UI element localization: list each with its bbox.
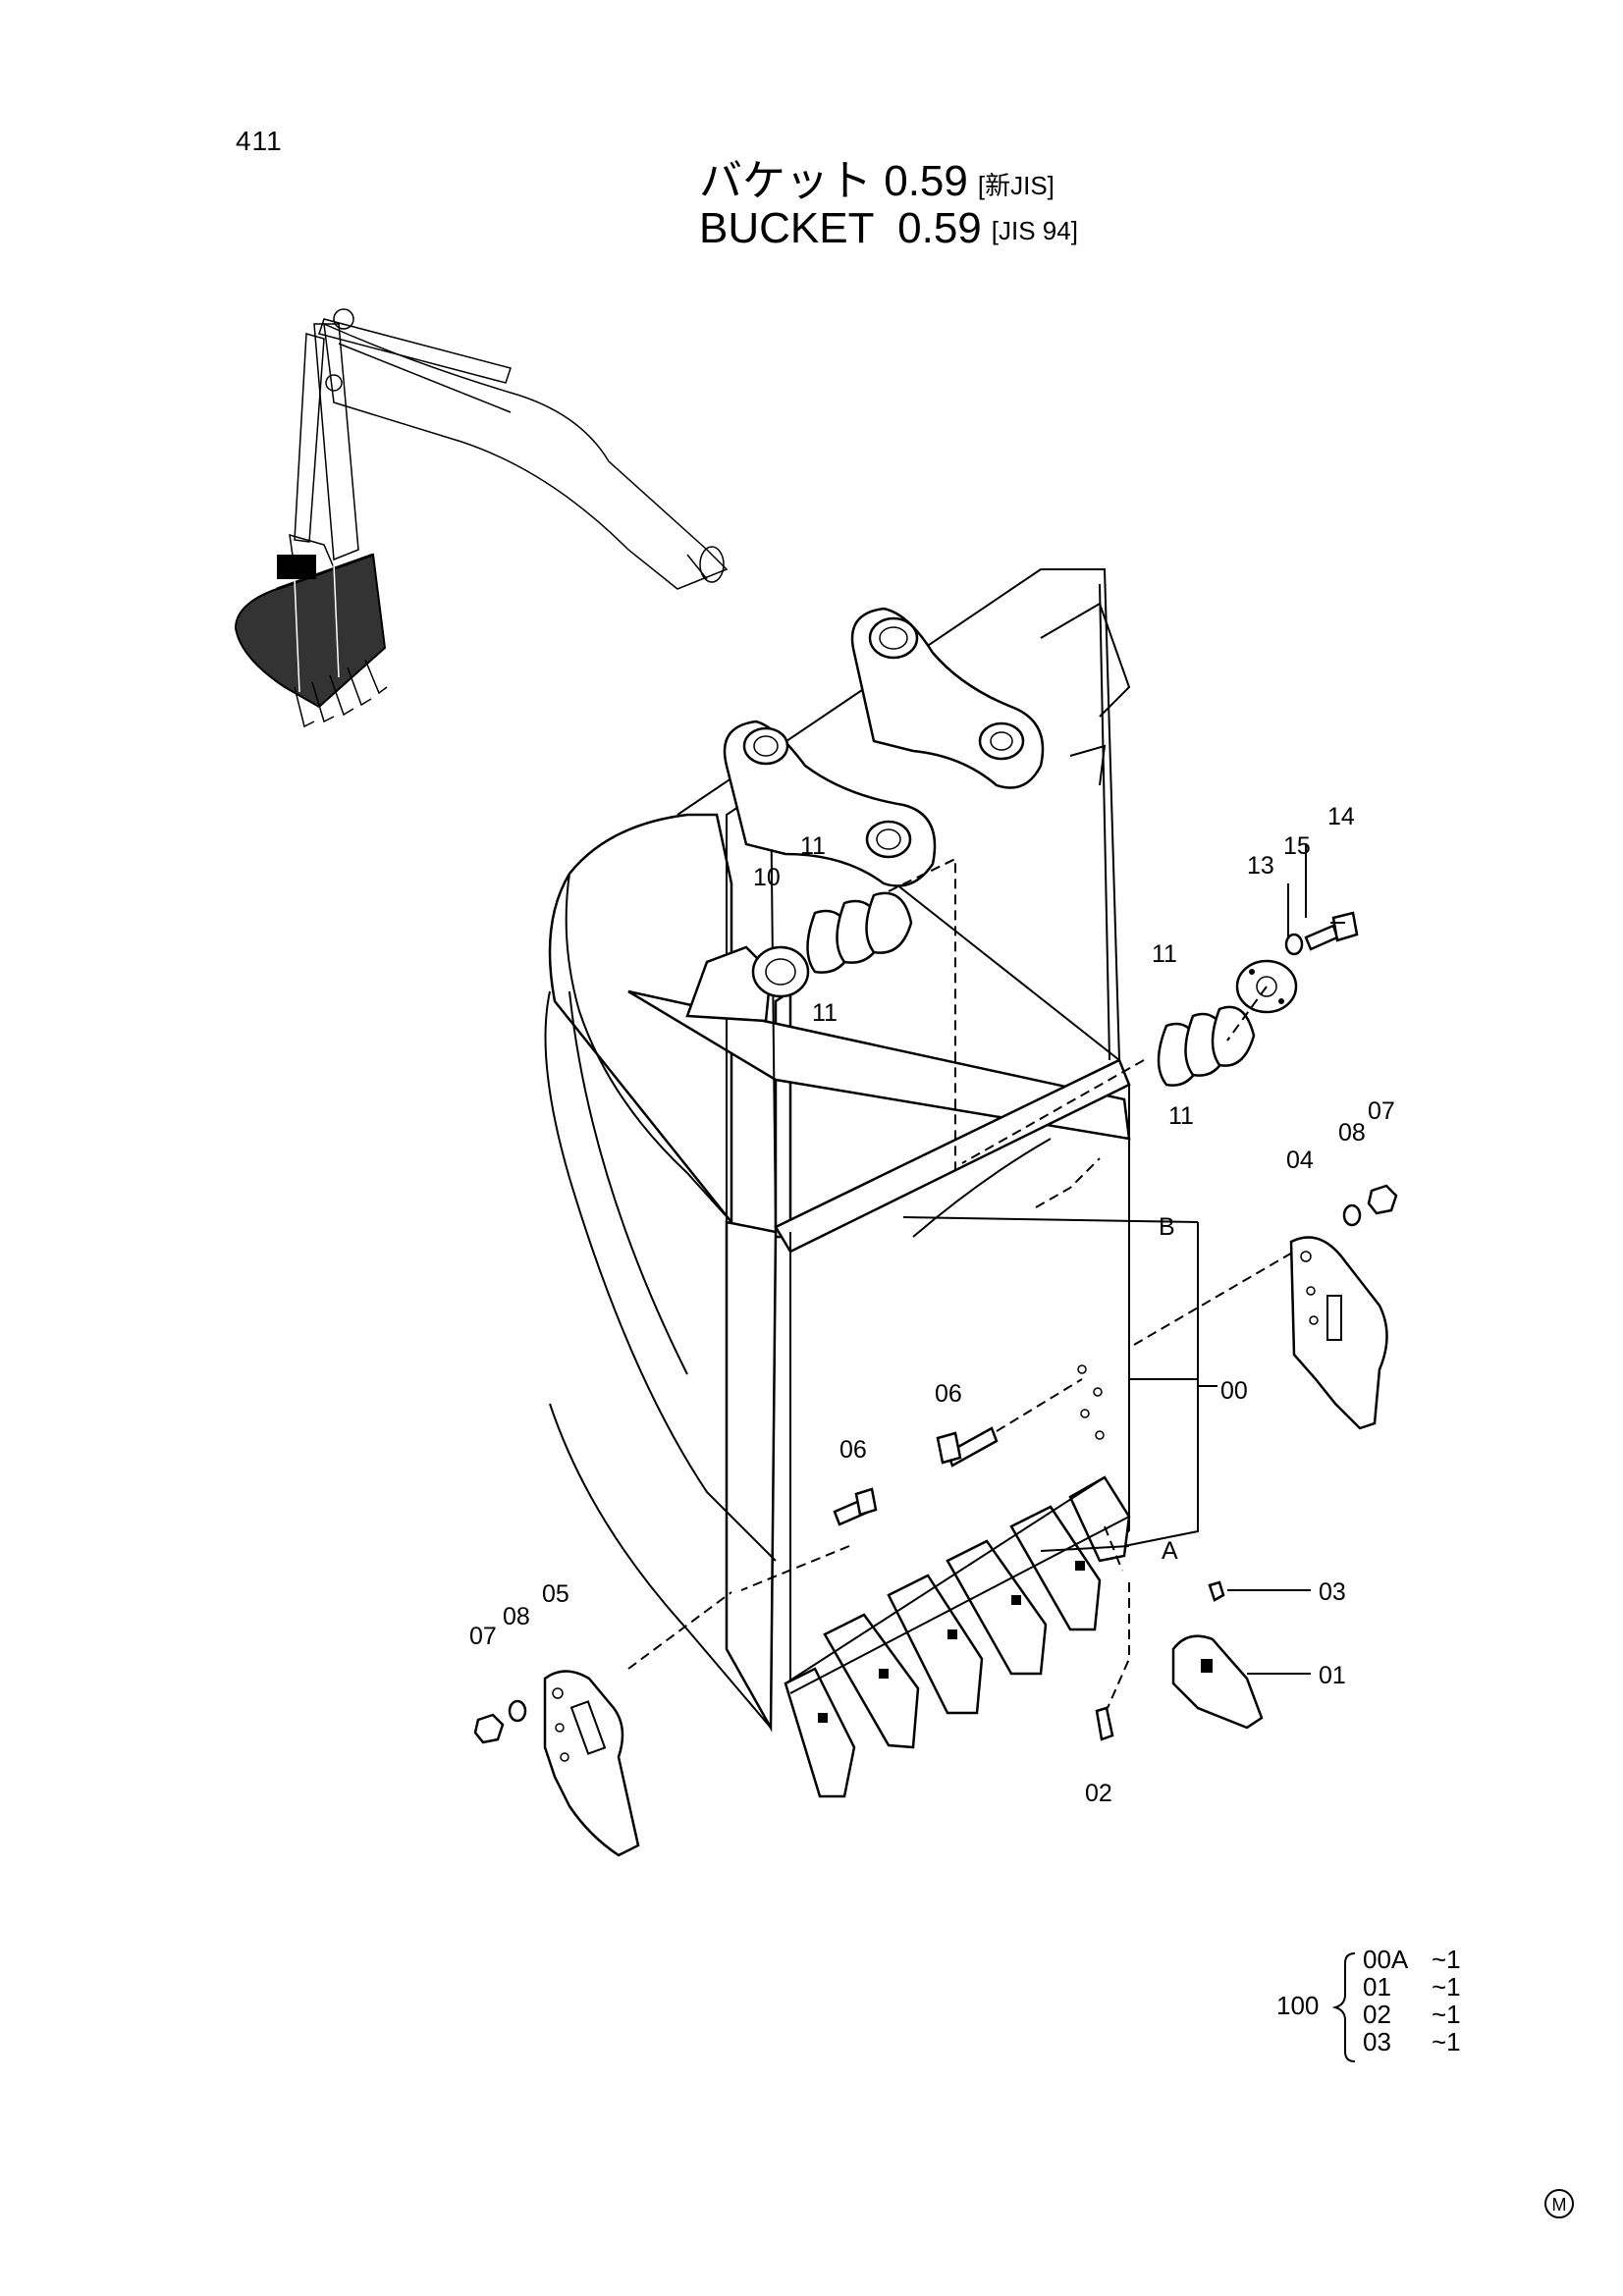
part-07-nut-right (1367, 1184, 1398, 1215)
callout-15: 15 (1283, 832, 1311, 860)
part-14-bolt (1304, 911, 1359, 951)
part-07-nut-left (473, 1713, 505, 1744)
part-03-pin (1208, 1580, 1225, 1602)
part-15-washer (1284, 933, 1304, 956)
leader-lines (627, 844, 1345, 1709)
bucket-upper-back-edge (1040, 602, 1131, 718)
callout-11-right-bottom: 11 (1168, 1102, 1194, 1130)
callout-03: 03 (1319, 1578, 1346, 1606)
callout-06-upper: 06 (935, 1380, 962, 1408)
callout-11-top: 11 (800, 832, 826, 860)
callout-05: 05 (542, 1580, 569, 1608)
callout-07-right: 07 (1368, 1097, 1395, 1125)
excavator-arm-thumbnail (234, 308, 729, 728)
title-jp-text: バケット 0.59 (699, 157, 968, 205)
part-05-side-cutter-left (543, 1670, 640, 1857)
part-11-shims-right (1157, 1005, 1256, 1087)
callout-06-lower: 06 (839, 1436, 867, 1464)
callout-14: 14 (1327, 803, 1355, 830)
kit-item-part: 00A (1363, 1945, 1409, 1974)
kit-item-qty: ~1 (1432, 1972, 1461, 2002)
callout-B: B (1159, 1213, 1175, 1241)
callout-07-left: 07 (469, 1623, 497, 1650)
part-08-washer-left (508, 1699, 527, 1723)
callout-11-right-top: 11 (1152, 940, 1177, 968)
mounting-bracket-right (850, 607, 1045, 789)
mark-letter: M (1552, 2195, 1567, 2215)
callout-00: 00 (1220, 1377, 1248, 1405)
part-01-tooth-point (1171, 1634, 1264, 1730)
callout-A: A (1162, 1537, 1178, 1565)
kit-100-list: 100 00A ~1 01 ~1 02 ~1 03 ~1 (1276, 1945, 1461, 2062)
bucket-body (548, 568, 1131, 1254)
circled-m-mark: M (1544, 2189, 1574, 2218)
part-11-shims-upper (806, 891, 913, 974)
title-jp-standard: [新JIS] (977, 170, 1055, 200)
kit-item-qty: ~1 (1432, 2027, 1461, 2056)
mounting-bracket-left (723, 720, 937, 887)
callout-labels: 14 15 13 11 10 11 11 11 07 08 04 B 00 06… (469, 803, 1395, 1807)
callout-11-lower: 11 (812, 999, 838, 1027)
part-10-seal-ring (751, 945, 810, 998)
title-english: BUCKET 0.59 [JIS 94] (699, 204, 1078, 253)
bucket-side-walls (544, 990, 1130, 1733)
callout-04: 04 (1286, 1147, 1314, 1174)
callout-02: 02 (1085, 1780, 1112, 1807)
callout-01: 01 (1319, 1662, 1346, 1689)
part-06-bolt-lower (833, 1487, 878, 1526)
callout-13: 13 (1247, 852, 1274, 880)
page-number: 411 (236, 126, 283, 156)
kit-number: 100 (1276, 1991, 1319, 2020)
kit-item-part: 02 (1363, 2000, 1391, 2029)
part-06-bolt-upper (936, 1426, 999, 1468)
kit-item-qty: ~1 (1432, 1945, 1461, 1974)
part-02-lock (1095, 1706, 1114, 1741)
callout-08-left: 08 (503, 1603, 530, 1630)
kit-item-part: 01 (1363, 1972, 1391, 2002)
part-04-side-cutter-right (1289, 1236, 1388, 1430)
kit-item-qty: ~1 (1432, 2000, 1461, 2029)
title-en-standard: [JIS 94] (991, 215, 1078, 245)
title-japanese: バケット 0.59 [新JIS] (699, 145, 1055, 208)
callout-08-right: 08 (1338, 1119, 1366, 1147)
title-en-text: BUCKET 0.59 (699, 204, 982, 252)
teeth-row (784, 1475, 1131, 1798)
part-08-washer-right (1342, 1203, 1362, 1227)
kit-item-part: 03 (1363, 2027, 1391, 2056)
callout-10: 10 (753, 864, 781, 891)
bucket-side-tab (1069, 744, 1107, 786)
